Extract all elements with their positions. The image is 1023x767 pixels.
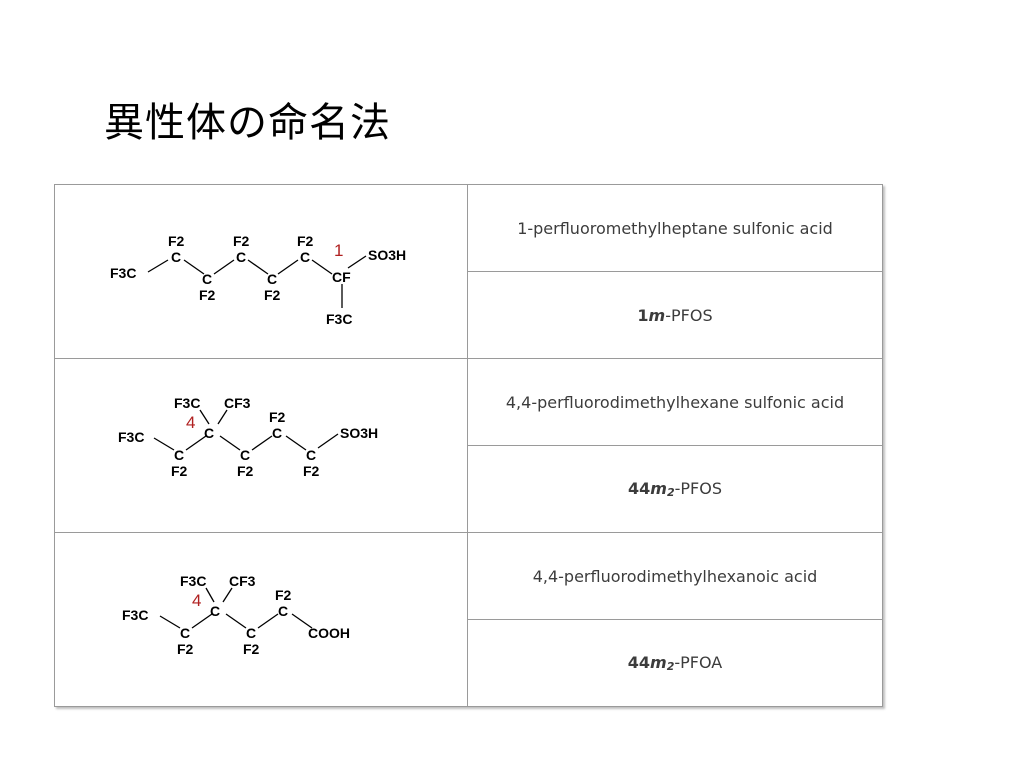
abbr-prefix: 1 — [637, 305, 649, 325]
svg-text:C: C — [300, 249, 310, 265]
svg-text:C: C — [246, 625, 256, 641]
abbreviation-cell: 44m2-PFOS — [467, 445, 883, 533]
svg-text:CF: CF — [332, 269, 351, 285]
svg-text:F2: F2 — [275, 587, 292, 603]
svg-text:F2: F2 — [233, 233, 250, 249]
abbr-branch-letter: m — [650, 479, 667, 498]
structure-cell: C C C C C F2 F2 F2 F2 F3C F3C CF3 SO3H 4 — [54, 358, 468, 533]
abbr-branch-letter: m — [650, 653, 667, 672]
table-row: 44m2-PFOA — [55, 619, 883, 707]
svg-text:C: C — [171, 249, 181, 265]
table-row: C C C C F2 F2 F2 F3C F3C CF3 COOH 4 4,4-… — [54, 532, 883, 707]
svg-text:C: C — [236, 249, 246, 265]
abbr-suffix: -PFOS — [674, 479, 722, 498]
svg-text:F2: F2 — [177, 641, 194, 657]
svg-text:C: C — [180, 625, 190, 641]
table-row: C C C C C F2 F2 F2 F2 F2 F3C CF SO3H F3C… — [54, 184, 883, 359]
svg-text:C: C — [204, 425, 214, 441]
svg-text:C: C — [278, 603, 288, 619]
svg-text:C: C — [306, 447, 316, 463]
iupac-name-cell: 4,4-perfluorodimethylhexanoic acid — [467, 532, 883, 620]
table-row: 1m-PFOS — [55, 271, 883, 359]
svg-text:C: C — [210, 603, 220, 619]
iupac-name: 4,4-perfluorodimethylhexanoic acid — [532, 566, 818, 586]
molecule-44m2-pfos-icon: C C C C C F2 F2 F2 F2 F3C F3C CF3 SO3H 4 — [118, 395, 378, 479]
abbr-suffix: -PFOS — [665, 305, 713, 325]
structure-cell: C C C C C F2 F2 F2 F2 F2 F3C CF SO3H F3C… — [54, 184, 468, 359]
iupac-name-cell: 4,4-perfluorodimethylhexane sulfonic aci… — [467, 358, 883, 446]
molecule-1m-pfos-icon: C C C C C F2 F2 F2 F2 F2 F3C CF SO3H F3C… — [110, 233, 406, 327]
svg-text:C: C — [174, 447, 184, 463]
svg-text:F2: F2 — [168, 233, 185, 249]
svg-text:4: 4 — [192, 591, 201, 610]
isomer-naming-table: C C C C C F2 F2 F2 F2 F2 F3C CF SO3H F3C… — [54, 184, 883, 707]
svg-text:CF3: CF3 — [224, 395, 251, 411]
svg-text:F2: F2 — [269, 409, 286, 425]
svg-text:F2: F2 — [171, 463, 188, 479]
slide-title: 異性体の命名法 — [104, 100, 391, 146]
svg-text:C: C — [240, 447, 250, 463]
svg-text:F3C: F3C — [110, 265, 136, 281]
svg-text:F2: F2 — [237, 463, 254, 479]
svg-text:COOH: COOH — [308, 625, 350, 641]
svg-text:1: 1 — [334, 241, 343, 260]
abbr-subscript: 2 — [666, 486, 675, 499]
svg-text:F2: F2 — [303, 463, 320, 479]
iupac-name-cell: 1-perfluoromethylheptane sulfonic acid — [467, 184, 883, 272]
svg-text:F3C: F3C — [122, 607, 148, 623]
abbreviation-cell: 44m2-PFOA — [467, 619, 883, 707]
svg-text:F2: F2 — [264, 287, 281, 303]
svg-text:F2: F2 — [199, 287, 216, 303]
abbr-branch-letter: m — [648, 305, 666, 325]
svg-text:F2: F2 — [297, 233, 314, 249]
svg-text:C: C — [272, 425, 282, 441]
abbr-prefix: 44 — [628, 479, 651, 498]
table-row: 44m2-PFOS — [55, 445, 883, 533]
svg-text:F3C: F3C — [174, 395, 200, 411]
structure-cell: C C C C F2 F2 F2 F3C F3C CF3 COOH 4 — [54, 532, 468, 707]
molecule-44m2-pfoa-icon: C C C C F2 F2 F2 F3C F3C CF3 COOH 4 — [122, 573, 350, 657]
abbreviation-cell: 1m-PFOS — [467, 271, 883, 359]
svg-text:F2: F2 — [243, 641, 260, 657]
svg-text:F3C: F3C — [118, 429, 144, 445]
svg-text:4: 4 — [186, 413, 195, 432]
abbr-prefix: 44 — [627, 653, 651, 672]
svg-text:F3C: F3C — [326, 311, 352, 327]
svg-text:C: C — [202, 271, 212, 287]
svg-text:C: C — [267, 271, 277, 287]
svg-text:SO3H: SO3H — [340, 425, 378, 441]
svg-text:CF3: CF3 — [229, 573, 256, 589]
abbr-suffix: -PFOA — [674, 653, 723, 672]
iupac-name: 1-perfluoromethylheptane sulfonic acid — [517, 218, 833, 238]
svg-text:SO3H: SO3H — [368, 247, 406, 263]
table-row: C C C C C F2 F2 F2 F2 F3C F3C CF3 SO3H 4… — [54, 358, 883, 533]
abbr-subscript: 2 — [666, 660, 675, 673]
iupac-name: 4,4-perfluorodimethylhexane sulfonic aci… — [505, 392, 845, 412]
svg-text:F3C: F3C — [180, 573, 206, 589]
